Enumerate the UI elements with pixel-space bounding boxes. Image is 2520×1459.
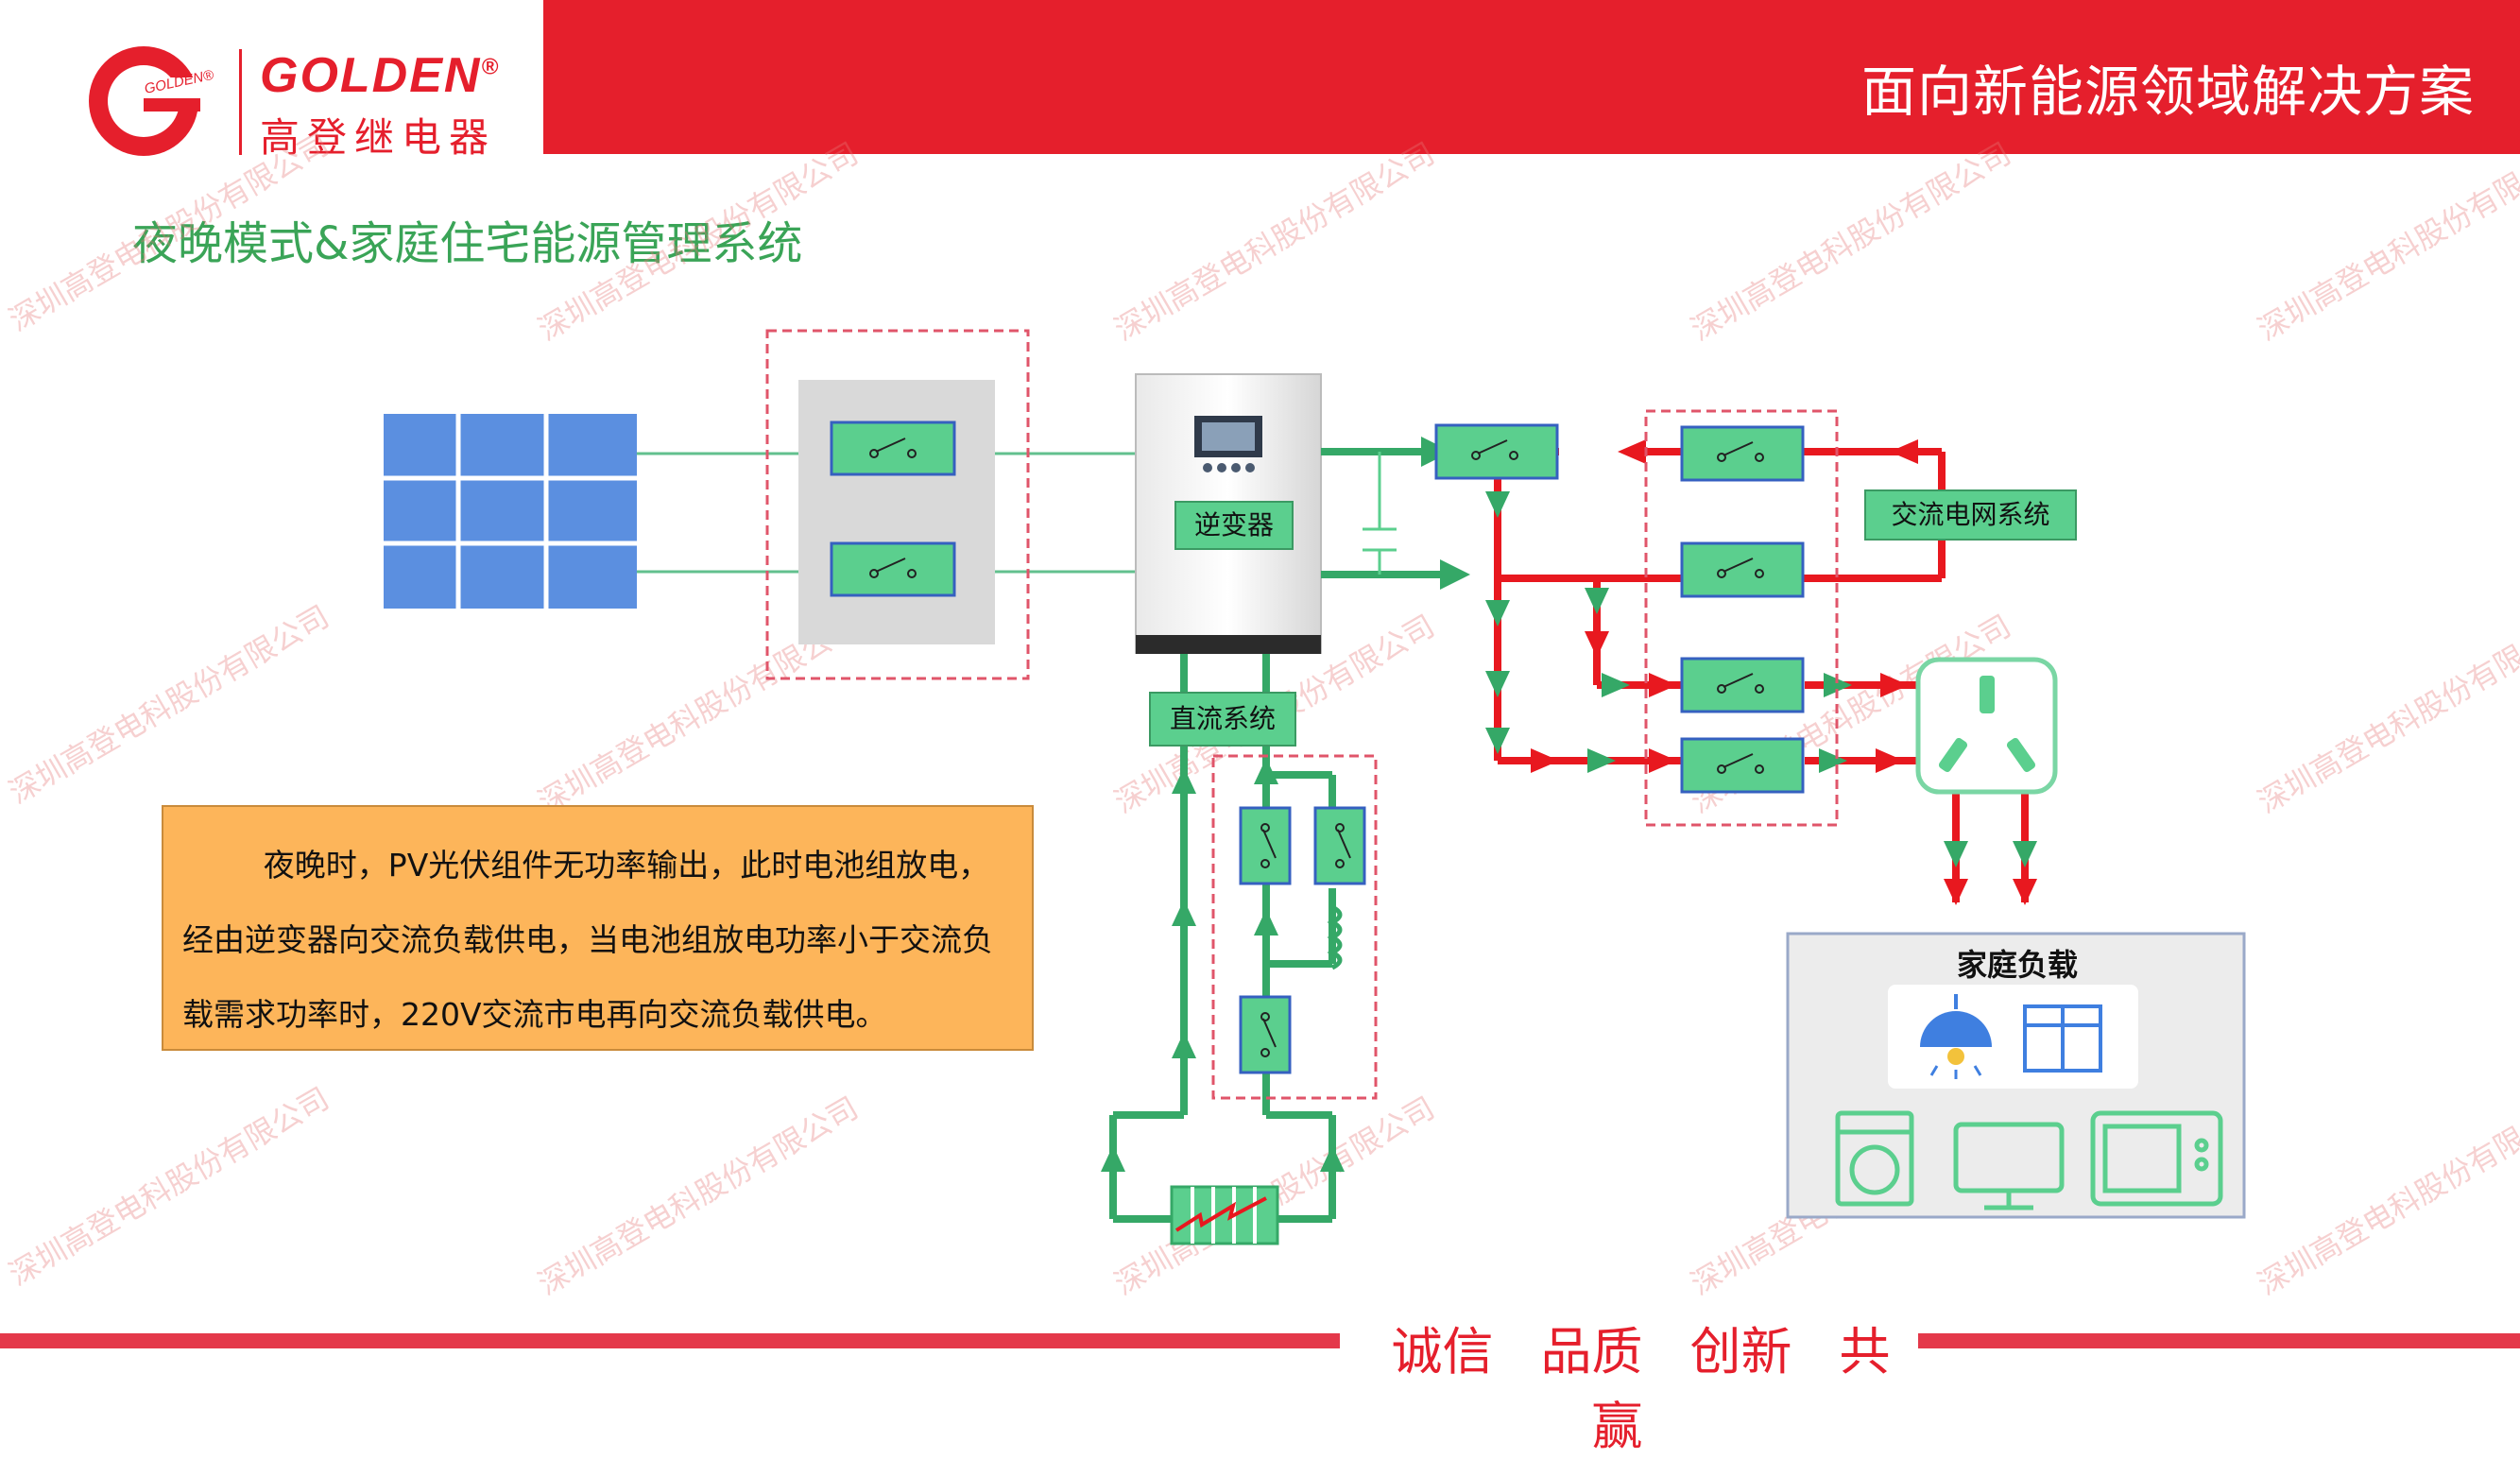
capacitor-icon — [1363, 527, 1397, 552]
ac-relay-3 — [1680, 657, 1805, 713]
dc-relay-1 — [1239, 806, 1292, 885]
slogan-quality: 品质 — [1540, 1322, 1643, 1382]
logo-chinese-name: 高登继电器 — [260, 114, 497, 161]
pv-relay-group-frame — [765, 329, 1030, 680]
ac-grid-label: 交流电网系统 — [1864, 489, 2077, 541]
microwave-icon — [2090, 1110, 2223, 1207]
slogan-innovation: 创新 — [1689, 1322, 1792, 1382]
logo-divider — [239, 49, 242, 155]
window-icon — [2023, 1004, 2102, 1073]
company-logo: GOLDEN® GOLDEN® 高登继电器 — [85, 40, 539, 163]
description-text: 夜晚时，PV光伏组件无功率输出，此时电池组放电，经由逆变器向交流负载供电，当电池… — [182, 847, 993, 1033]
home-load-label: 家庭负载 — [1956, 947, 2078, 983]
logo-wordmark: GOLDEN® — [260, 48, 501, 103]
ac-relay-2 — [1680, 541, 1805, 598]
dc-system-label: 直流系统 — [1149, 692, 1296, 747]
ac-relay-main — [1434, 423, 1559, 480]
pv-relay-panel — [798, 380, 995, 644]
washing-machine-icon — [1835, 1110, 1914, 1207]
dc-relay-3 — [1239, 995, 1292, 1074]
ceiling-lamp-icon — [1920, 994, 1992, 1079]
page-title: 夜晚模式&家庭住宅能源管理系统 — [132, 217, 803, 270]
footer-line-left — [0, 1333, 1340, 1348]
dc-arrowheads — [1101, 758, 1345, 1172]
logo-ring-icon: GOLDEN® — [89, 46, 216, 156]
dc-relay-2 — [1313, 806, 1366, 885]
power-socket-icon — [1915, 657, 2058, 795]
battery-icon — [1170, 1185, 1279, 1245]
flow-arrowheads — [1485, 439, 2037, 905]
ac-relay-1 — [1680, 425, 1805, 482]
inverter-label: 逆变器 — [1174, 501, 1294, 550]
solar-panel-icon — [384, 414, 637, 609]
inductor-icon — [1327, 904, 1343, 970]
ac-relay-group-frame — [1644, 409, 1839, 827]
footer-line-right — [1918, 1333, 2520, 1348]
ac-relay-4 — [1680, 737, 1805, 794]
dc-relay-group-frame — [1211, 754, 1378, 1100]
pv-relay-1 — [830, 421, 956, 476]
slogan-integrity: 诚信 — [1391, 1322, 1494, 1382]
pv-relay-2 — [830, 541, 956, 597]
footer-slogan: 诚信品质创新共赢 — [1340, 1310, 1918, 1459]
description-note: 夜晚时，PV光伏组件无功率输出，此时电池组放电，经由逆变器向交流负载供电，当电池… — [162, 805, 1034, 1051]
header-bar: 面向新能源领域解决方案 — [543, 0, 2520, 154]
computer-monitor-icon — [1953, 1122, 2065, 1210]
energy-flow-diagram — [384, 329, 2246, 1245]
header-title: 面向新能源领域解决方案 — [1860, 60, 2475, 124]
